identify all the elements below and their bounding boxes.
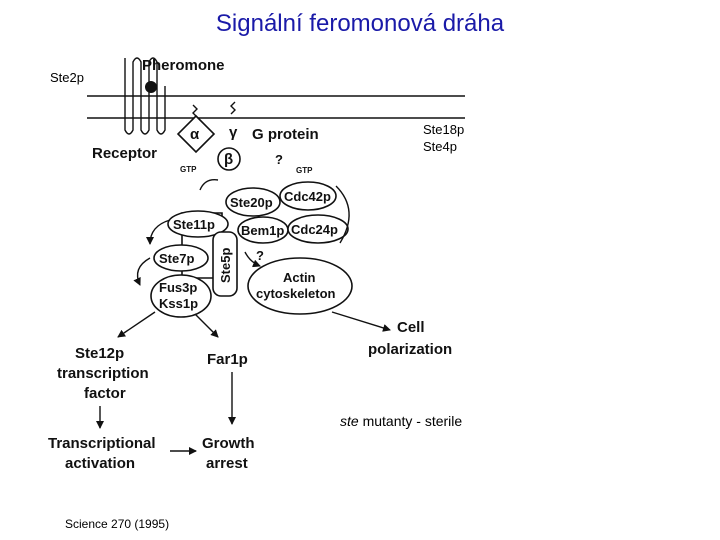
ste11p-label: Ste11p	[173, 217, 215, 232]
fus3p-label: Fus3p	[159, 280, 197, 295]
kss1p-label: Kss1p	[159, 296, 198, 311]
gamma-anchor	[231, 102, 235, 114]
pheromone-label: Pheromone	[142, 57, 225, 74]
alpha-anchor	[193, 105, 197, 117]
beta-label: β	[224, 151, 233, 168]
arrest-label: arrest	[206, 455, 248, 472]
ste5p-label: Ste5p	[218, 248, 233, 283]
actin-label: Actin	[283, 270, 316, 285]
ste20p-label: Ste20p	[230, 195, 273, 210]
question-mark-actin: ?	[256, 248, 264, 263]
transcriptional-label: Transcriptional	[48, 435, 156, 452]
cell-label: Cell	[397, 319, 425, 336]
alpha-label: α	[190, 126, 200, 143]
transcription-label: transcription	[57, 365, 149, 382]
cdc24p-label: Cdc24p	[291, 222, 338, 237]
question-mark-g: ?	[275, 152, 283, 167]
beta-to-ste20-curve	[200, 180, 218, 190]
arrow-to-far1p	[195, 314, 218, 337]
gamma-label: γ	[229, 124, 238, 141]
arrow-actin-to-polarization	[332, 312, 390, 330]
cdc42p-label: Cdc42p	[284, 189, 331, 204]
far1p-label: Far1p	[207, 351, 248, 368]
bem1p-label: Bem1p	[241, 223, 284, 238]
pheromone-ligand	[145, 81, 157, 93]
arrow-to-ste12p	[118, 312, 155, 337]
cytoskeleton-label: cytoskeleton	[256, 286, 336, 301]
factor-label: factor	[84, 385, 126, 402]
ste7p-label: Ste7p	[159, 251, 194, 266]
g-protein-label: G protein	[252, 126, 319, 143]
activation-label: activation	[65, 455, 135, 472]
growth-label: Growth	[202, 435, 255, 452]
polarization-label: polarization	[368, 341, 452, 358]
arrow-ste7-to-fus3	[138, 258, 150, 285]
gtp-label-cdc42: GTP	[296, 166, 313, 175]
receptor-label: Receptor	[92, 145, 157, 162]
gtp-label-alpha: GTP	[180, 165, 197, 174]
ste12p-label: Ste12p	[75, 345, 124, 362]
arrow-ste11-to-ste7	[150, 220, 170, 244]
